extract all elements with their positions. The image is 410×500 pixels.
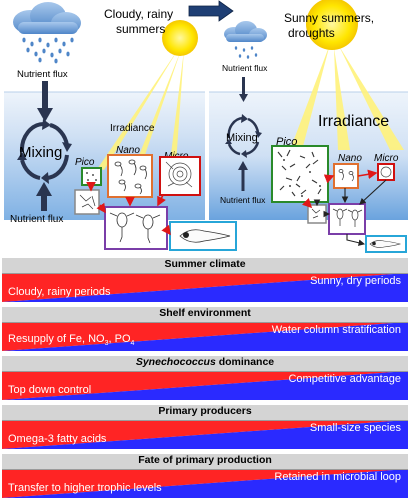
left-nano-label: Nano xyxy=(116,145,140,156)
left-up-arrow-icon xyxy=(36,182,52,211)
band-title: Primary producers xyxy=(2,405,408,421)
left-fish-larva-box xyxy=(169,221,237,251)
left-zooplankton-box xyxy=(104,206,168,250)
band-title: Shelf environment xyxy=(2,307,408,323)
band-primary-producers: Primary producers Small-size species Ome… xyxy=(2,405,408,449)
ecosystem-illustration: Cloudy, rainy summers Nutrient flux Mixi… xyxy=(4,0,408,253)
band-summer-climate: Summer climate Sunny, dry periods Cloudy… xyxy=(2,258,408,302)
band-left-label: Cloudy, rainy periods xyxy=(8,286,111,298)
left-irradiance-label: Irradiance xyxy=(110,123,155,134)
band-title: Fate of primary production xyxy=(2,454,408,470)
band-gradient xyxy=(2,371,408,400)
right-pico-box xyxy=(271,145,329,203)
right-climate-label-1: Sunny summers, xyxy=(284,11,374,25)
band-left-label: Transfer to higher trophic levels xyxy=(8,482,162,494)
band-right-label: Retained in microbial loop xyxy=(274,471,401,483)
left-climate-label-1: Cloudy, rainy xyxy=(104,7,173,21)
left-nano-box xyxy=(107,154,153,198)
band-title: Summer climate xyxy=(2,258,408,274)
right-nutrient-flux-bottom: Nutrient flux xyxy=(220,195,266,205)
band-gradient xyxy=(2,273,408,302)
band-gradient xyxy=(2,469,408,498)
sun-icon-left xyxy=(98,20,198,178)
right-micro-label: Micro xyxy=(374,153,399,164)
band-right-label: Water column stratification xyxy=(271,324,401,336)
small-rain-cloud-icon xyxy=(224,21,267,59)
rain-cloud-icon xyxy=(13,2,81,64)
right-micro-box xyxy=(377,163,395,181)
band-fate-of-primary-production: Fate of primary production Retained in m… xyxy=(2,454,408,498)
left-trophic-arrows xyxy=(86,182,171,236)
left-mixing-cycle-icon xyxy=(17,119,72,184)
right-nutrient-flux-top: Nutrient flux xyxy=(222,63,268,73)
right-recycling-arrows xyxy=(301,169,378,209)
left-micro-box xyxy=(159,156,201,196)
left-pico-label: Pico xyxy=(75,157,95,168)
left-mixing-label: Mixing xyxy=(19,144,62,161)
band-left-label: Omega-3 fatty acids xyxy=(8,433,107,445)
band-title: Synechococcus dominance xyxy=(2,356,408,372)
band-shelf-environment: Shelf environment Water column stratific… xyxy=(2,307,408,351)
left-down-arrow-icon xyxy=(37,81,53,122)
band-right-label: Sunny, dry periods xyxy=(310,275,401,287)
right-nano-box xyxy=(333,163,359,189)
band-synechococcus-dominance: Synechococcus dominance Competitive adva… xyxy=(2,356,408,400)
band-left-label: Top down control xyxy=(8,384,92,396)
right-zooplankton-box xyxy=(328,203,366,235)
band-right-label: Competitive advantage xyxy=(288,373,401,385)
right-trophic-arrows xyxy=(313,179,387,246)
band-right-label: Small-size species xyxy=(309,422,401,434)
left-nutrient-flux-bottom: Nutrient flux xyxy=(10,214,63,225)
right-grazer-box xyxy=(307,204,327,224)
left-grazer-box xyxy=(74,189,100,215)
right-nano-label: Nano xyxy=(338,153,362,164)
right-climate-label-2: droughts xyxy=(288,26,335,40)
band-left-label: Resupply of Fe, NO3, PO4 xyxy=(8,332,135,347)
sun-icon-right xyxy=(290,0,404,150)
right-fish-larva-box xyxy=(365,235,407,253)
left-nutrient-flux-top: Nutrient flux xyxy=(17,69,68,80)
right-irradiance-label: Irradiance xyxy=(318,113,389,130)
right-mixing-cycle-icon xyxy=(225,114,262,158)
right-up-arrow-icon xyxy=(238,161,248,191)
right-mixing-label: Mixing xyxy=(226,132,258,144)
left-pico-box xyxy=(81,167,102,186)
right-down-arrow-icon xyxy=(239,77,248,102)
band-gradient xyxy=(2,420,408,449)
band-gradient xyxy=(2,322,408,351)
transition-arrow-icon xyxy=(188,0,234,22)
left-climate-label-2: summers xyxy=(116,22,165,36)
